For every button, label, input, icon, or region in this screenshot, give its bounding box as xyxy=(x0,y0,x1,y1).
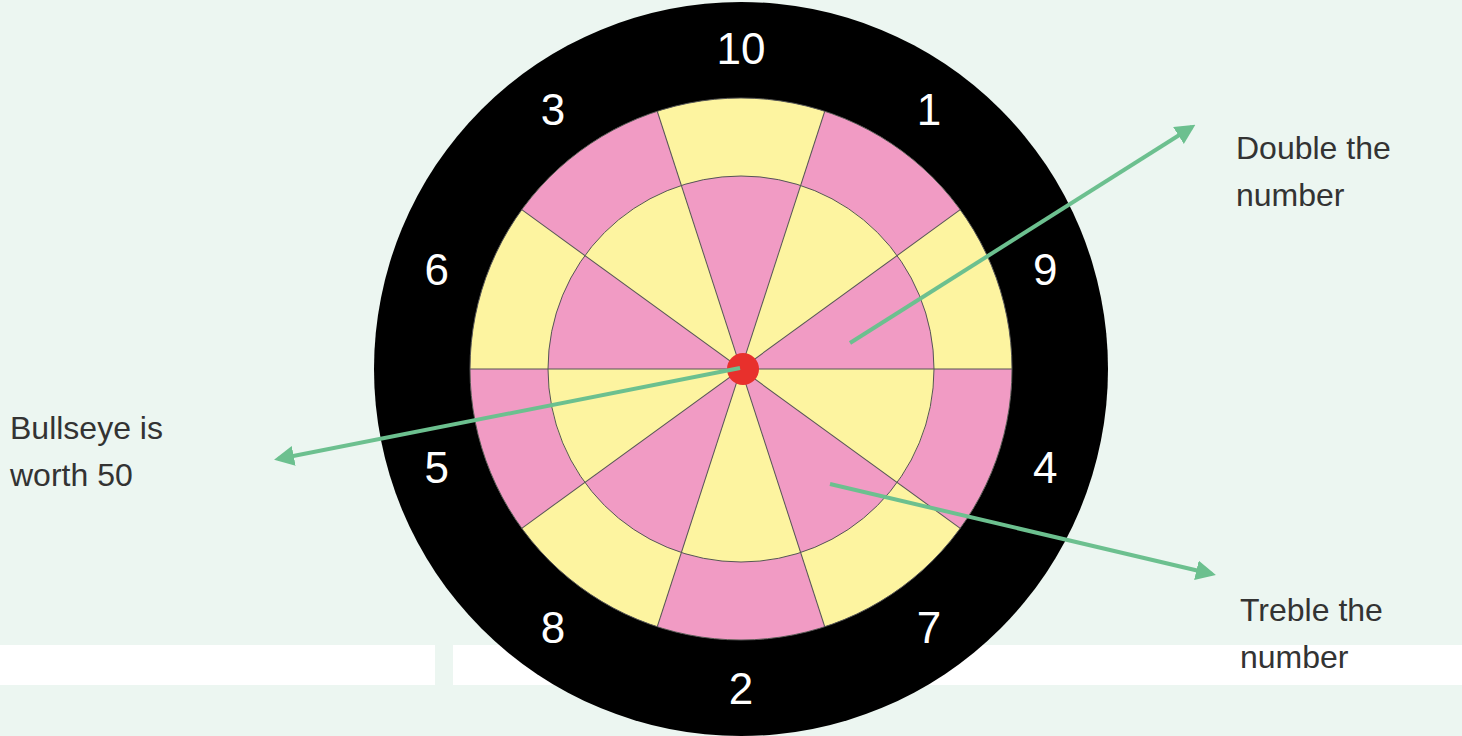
leader-arrow xyxy=(278,368,740,459)
segment-number: 7 xyxy=(917,606,941,650)
segment-number: 8 xyxy=(541,606,565,650)
double-ring xyxy=(470,98,1012,640)
segment-number: 3 xyxy=(541,88,565,132)
segment-number: 5 xyxy=(424,446,448,490)
white-bar xyxy=(0,645,435,685)
segment-number: 9 xyxy=(1033,248,1057,292)
leader-arrow xyxy=(850,127,1192,343)
number-ring xyxy=(374,2,1108,736)
segment-divider xyxy=(657,111,824,626)
segment-number: 4 xyxy=(1033,446,1057,490)
callout-label: Double the number xyxy=(1236,125,1456,219)
segment-divider xyxy=(657,111,824,626)
leader-arrow xyxy=(830,484,1212,574)
ring-outline xyxy=(470,98,1012,640)
segment-number: 10 xyxy=(717,27,766,71)
callout-label: Treble the number xyxy=(1240,587,1455,681)
segment-divider xyxy=(522,210,960,529)
segment-number: 2 xyxy=(729,667,753,711)
segment-divider xyxy=(522,210,960,529)
callout-label: Bullseye is worth 50 xyxy=(10,405,245,499)
dartboard xyxy=(374,2,1108,736)
segment-number: 6 xyxy=(424,248,448,292)
segment-number: 1 xyxy=(917,88,941,132)
